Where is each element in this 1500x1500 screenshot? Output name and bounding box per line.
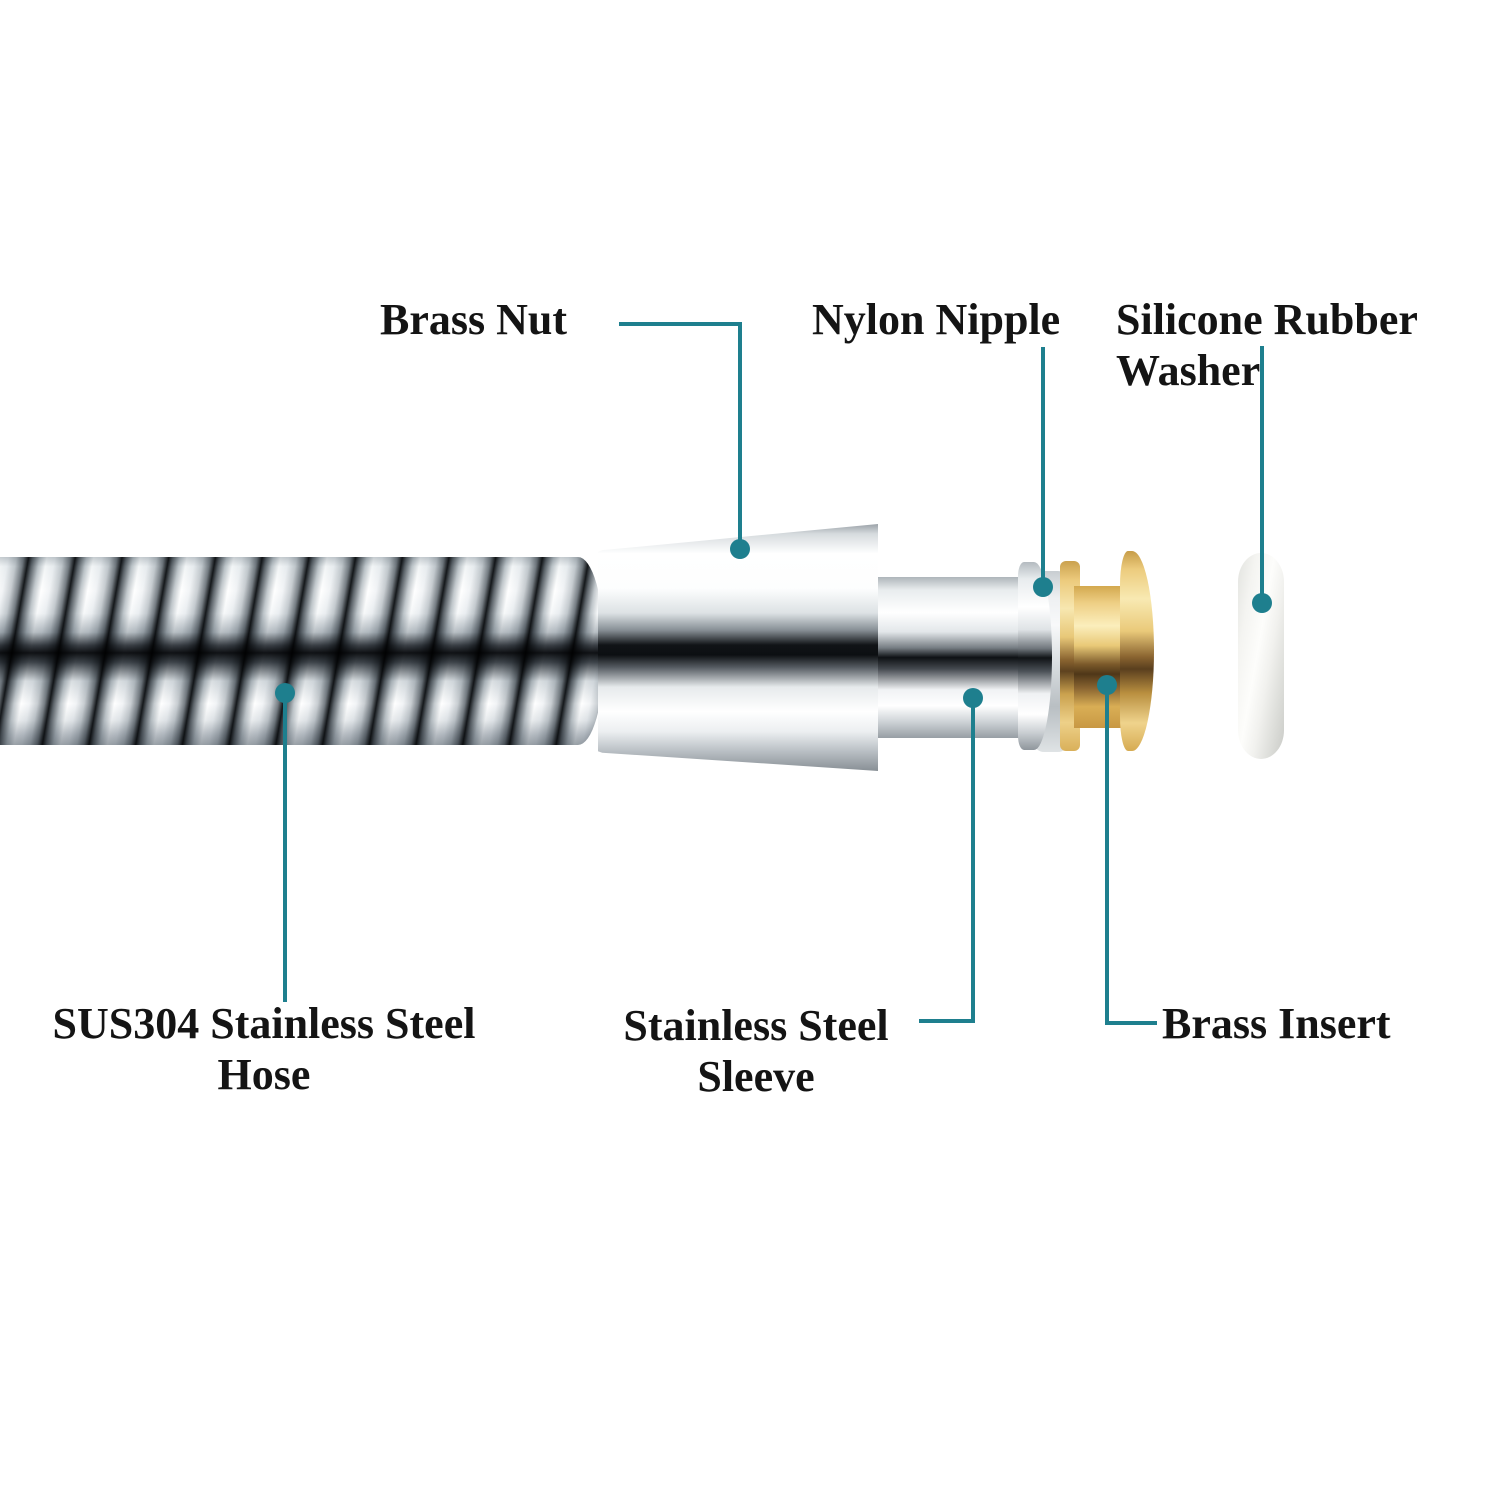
brass-nut-callout-dot	[730, 539, 750, 559]
stainless-steel-sleeve-label-line1: Stainless Steel	[623, 1001, 889, 1050]
stainless-steel-sleeve-graphic	[874, 577, 1022, 738]
silicone-rubber-washer-label: Silicone Rubber Washer	[1116, 294, 1418, 396]
brass-nut-label: Brass Nut	[380, 295, 568, 344]
stainless-steel-hose-label-line2: Hose	[217, 1050, 311, 1100]
sleeve-callout-dot	[963, 688, 983, 708]
sleeve-callout-line-h	[919, 1019, 975, 1023]
stainless-steel-hose-label: SUS304 Stainless Steel Hose	[38, 998, 490, 1100]
brass-insert-callout-line-v	[1105, 684, 1109, 1025]
nylon-nipple-callout-line-v	[1041, 347, 1045, 581]
brass-insert-right-flange-graphic	[1120, 551, 1154, 751]
washer-callout-dot	[1252, 593, 1272, 613]
stainless-steel-hose-graphic	[0, 557, 604, 745]
brass-nut-graphic	[598, 524, 878, 771]
brass-insert-callout-dot	[1097, 675, 1117, 695]
silicone-rubber-washer-label-line1: Silicone Rubber	[1116, 295, 1418, 344]
stainless-steel-hose-label-line1: SUS304 Stainless Steel	[52, 999, 476, 1048]
brass-insert-body-graphic	[1074, 586, 1124, 728]
washer-callout-line-v	[1260, 346, 1264, 596]
silicone-rubber-washer-label-line2: Washer	[1116, 346, 1261, 396]
sleeve-callout-line-v	[971, 697, 975, 1023]
nylon-nipple-label: Nylon Nipple	[812, 295, 1061, 344]
brass-insert-callout-line-h	[1105, 1021, 1157, 1025]
hose-callout-dot	[275, 683, 295, 703]
hose-callout-line-v	[283, 692, 287, 1002]
brass-nut-callout-line-v	[738, 322, 742, 544]
brass-nut-callout-line-h	[619, 322, 740, 326]
stainless-steel-sleeve-label-line2: Sleeve	[697, 1052, 815, 1102]
brass-insert-label: Brass Insert	[1162, 999, 1391, 1048]
nylon-nipple-callout-dot	[1033, 577, 1053, 597]
stainless-steel-sleeve-label: Stainless Steel Sleeve	[598, 1000, 914, 1102]
